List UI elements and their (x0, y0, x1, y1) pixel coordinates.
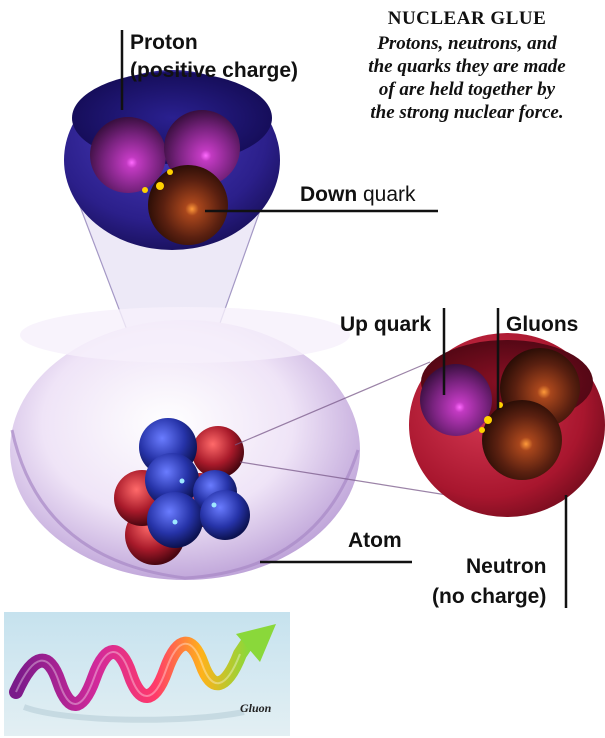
up-quark (420, 364, 492, 436)
down-quark (482, 400, 562, 480)
label-down-quark-bold: Down (300, 183, 357, 206)
caption-body-line: of are held together by (336, 78, 598, 101)
label-neutron-charge: (no charge) (432, 584, 546, 609)
proton-sphere (64, 70, 280, 250)
gluon (142, 187, 148, 193)
gluon (167, 169, 173, 175)
caption-block: NUCLEAR GLUE Protons, neutrons, and the … (336, 6, 598, 124)
label-down-quark: Down quark (300, 182, 416, 207)
label-atom: Atom (348, 528, 402, 553)
down-quark (148, 165, 228, 245)
gluon-inset-label: Gluon (240, 701, 271, 716)
gluon (479, 427, 485, 433)
caption-title: NUCLEAR GLUE (336, 6, 598, 32)
nucleon-neutron (192, 426, 244, 478)
neutron-sphere (409, 333, 605, 517)
caption-body-line: the quarks they are made (336, 55, 598, 78)
gluon (156, 182, 164, 190)
gluon-wave-graphic (4, 612, 290, 736)
nucleon-proton (200, 490, 250, 540)
caption-body-line: the strong nuclear force. (336, 101, 598, 124)
gluon-inset: Gluon (4, 612, 290, 736)
label-up-quark: Up quark (340, 312, 431, 337)
up-quark (90, 117, 166, 193)
label-neutron: Neutron (466, 554, 547, 579)
label-gluons: Gluons (506, 312, 578, 337)
label-down-quark-rest: quark (357, 183, 415, 206)
caption-body-line: Protons, neutrons, and (336, 32, 598, 55)
label-proton: Proton (130, 30, 198, 55)
label-proton-charge: (positive charge) (130, 58, 298, 83)
gluon (484, 416, 492, 424)
